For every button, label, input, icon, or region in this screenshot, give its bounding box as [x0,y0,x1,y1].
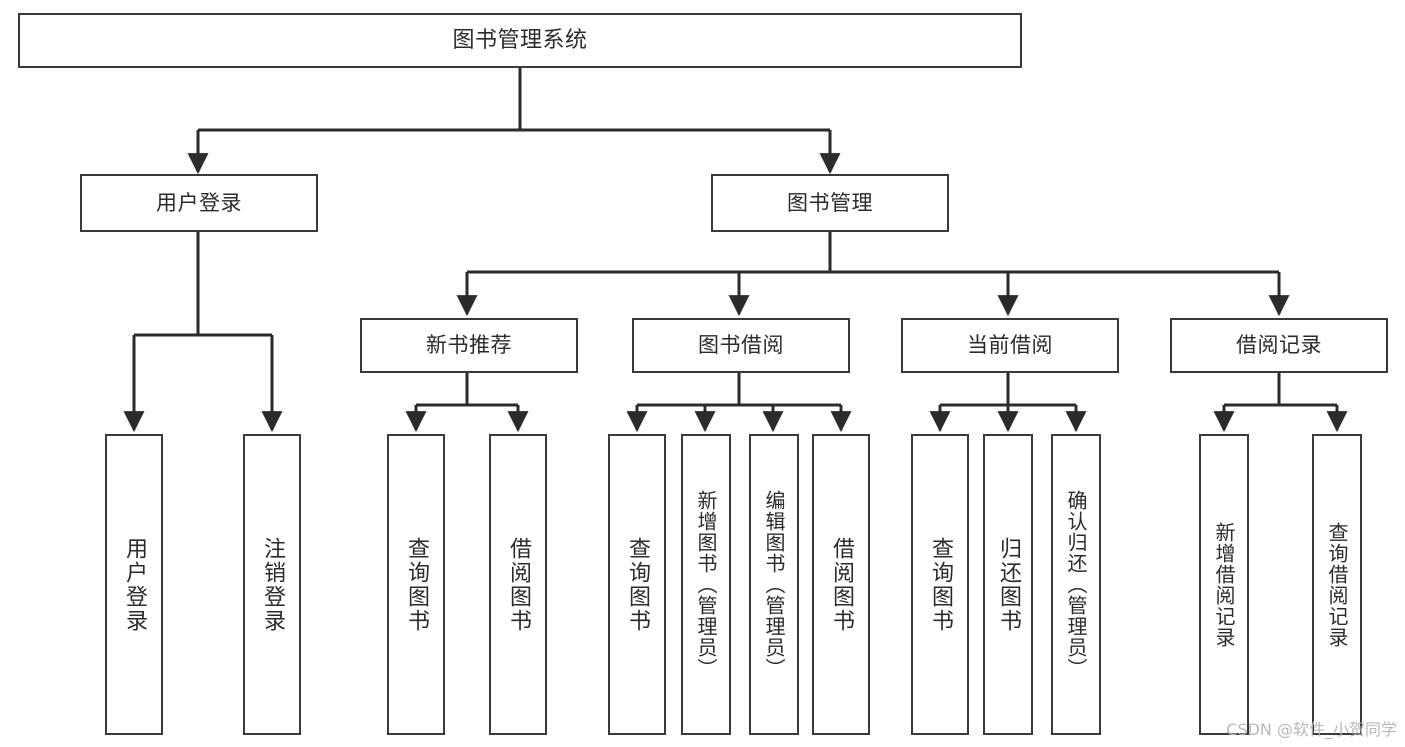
node-label: 图书管理 [787,190,873,215]
node-leaf-add-borrow-record[interactable]: 新增借阅记录 [1199,434,1249,735]
node-leaf-query-book-recommendation[interactable]: 查询图书 [387,434,445,735]
node-leaf-borrow-book-recommendation[interactable]: 借阅图书 [489,434,547,735]
node-label: 确认归还（管理员） [1064,490,1088,679]
node-leaf-return-book[interactable]: 归还图书 [983,434,1033,735]
node-leaf-edit-book-admin[interactable]: 编辑图书（管理员） [749,434,799,735]
node-book-management[interactable]: 图书管理 [711,174,949,232]
node-label: 借阅图书 [829,536,854,633]
node-label: 新增借阅记录 [1212,521,1236,648]
node-label: 图书借阅 [698,333,784,358]
node-leaf-user-login[interactable]: 用户登录 [105,434,163,735]
node-label: 图书管理系统 [452,27,588,53]
node-user-login[interactable]: 用户登录 [80,174,318,232]
node-label: 新增图书（管理员） [694,490,718,679]
node-leaf-add-book-admin[interactable]: 新增图书（管理员） [681,434,731,735]
node-leaf-query-book-borrow[interactable]: 查询图书 [608,434,666,735]
node-current-borrow[interactable]: 当前借阅 [901,318,1119,373]
node-label: 新书推荐 [426,333,512,358]
node-leaf-borrow-book[interactable]: 借阅图书 [812,434,870,735]
node-label: 查询借阅记录 [1325,521,1349,648]
node-label: 查询图书 [625,536,650,633]
node-label: 归还图书 [996,536,1021,633]
node-leaf-query-book-current[interactable]: 查询图书 [911,434,969,735]
node-new-book-recommendation[interactable]: 新书推荐 [360,318,578,373]
node-borrow-record[interactable]: 借阅记录 [1170,318,1388,373]
node-leaf-logout[interactable]: 注销登录 [243,434,301,735]
node-root-book-management-system[interactable]: 图书管理系统 [18,13,1022,68]
node-label: 编辑图书（管理员） [762,490,786,679]
node-book-borrow[interactable]: 图书借阅 [632,318,850,373]
node-label: 借阅图书 [506,536,531,633]
node-leaf-query-borrow-record[interactable]: 查询借阅记录 [1312,434,1362,735]
node-label: 用户登录 [122,536,147,633]
node-label: 当前借阅 [967,333,1053,358]
node-label: 查询图书 [928,536,953,633]
node-label: 借阅记录 [1236,333,1322,358]
node-label: 注销登录 [260,536,285,633]
watermark-csdn: CSDN @软件_小贺同学 [1226,720,1397,739]
node-label: 查询图书 [404,536,429,633]
node-leaf-confirm-return-admin[interactable]: 确认归还（管理员） [1051,434,1101,735]
node-label: 用户登录 [156,190,242,215]
